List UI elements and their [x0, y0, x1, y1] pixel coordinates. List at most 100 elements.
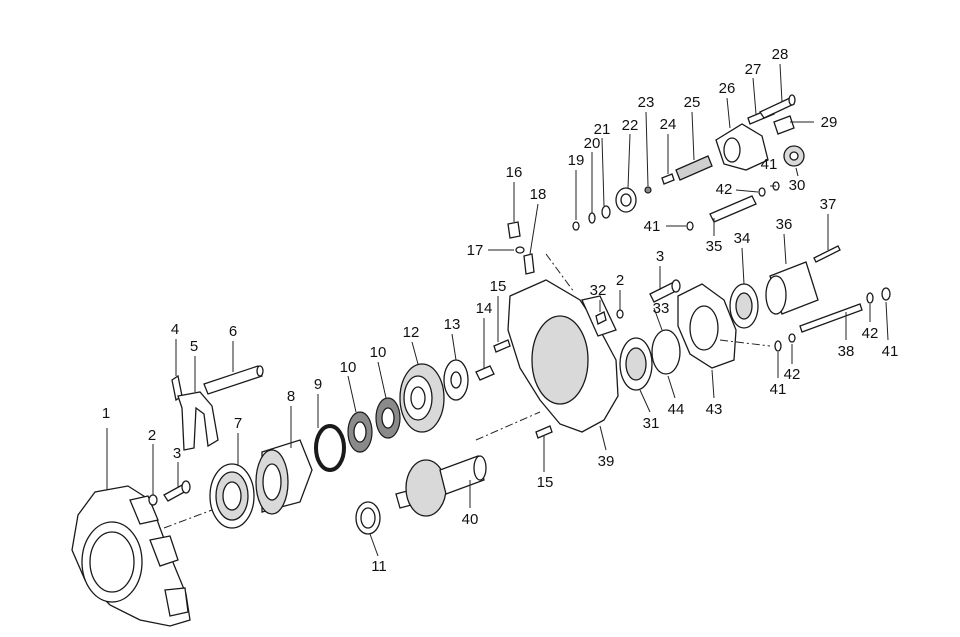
callout-31: 31	[643, 415, 660, 432]
part-rear-cover	[677, 283, 737, 369]
callout-43: 43	[706, 401, 723, 418]
part-shift-rod	[203, 365, 264, 395]
callout-22: 22	[622, 117, 639, 134]
part-sleeve-36	[765, 261, 819, 315]
part-washer-19	[572, 221, 580, 231]
part-bolt-28	[759, 94, 796, 119]
part-valve-housing	[715, 123, 769, 171]
callout-30: 30	[789, 177, 806, 194]
part-ring-20	[588, 212, 596, 224]
part-shift-fork	[171, 374, 219, 451]
part-breather	[507, 221, 535, 275]
callout-42b: 42	[784, 366, 801, 383]
part-ball-23	[644, 186, 652, 194]
part-fitting-29	[773, 115, 795, 135]
part-spring-25	[675, 155, 713, 181]
part-ring-42a	[758, 187, 766, 197]
callout-12: 12	[403, 324, 420, 341]
callout-17: 17	[467, 242, 484, 259]
part-pin-32	[595, 311, 607, 325]
callout-41c: 41	[770, 381, 787, 398]
callout-14: 14	[476, 300, 493, 317]
part-plug-14	[475, 365, 495, 381]
callout-2: 2	[148, 427, 156, 444]
callout-3: 3	[173, 445, 181, 462]
part-ring-21	[601, 205, 611, 219]
part-bolt-3b	[649, 279, 681, 303]
part-washer-41d	[881, 287, 891, 301]
part-needle-bearing-a	[347, 411, 373, 453]
callout-36: 36	[776, 216, 793, 233]
callout-37: 37	[820, 196, 837, 213]
part-bearing-7	[209, 463, 255, 529]
callout-24: 24	[660, 116, 677, 133]
callout-34: 34	[734, 230, 751, 247]
part-nut-30	[783, 145, 805, 167]
callout-40: 40	[462, 511, 479, 528]
part-input-shaft	[395, 455, 487, 517]
callout-29: 29	[821, 114, 838, 131]
callout-35: 35	[706, 238, 723, 255]
callout-labels: 1 2 3 4 5 6 7 8 9 10 10 11 12 13 14 15 1…	[102, 46, 899, 575]
callout-41d: 41	[882, 343, 899, 360]
callout-27: 27	[745, 61, 762, 78]
callout-32: 32	[590, 282, 607, 299]
callout-23: 23	[638, 94, 655, 111]
part-front-cover	[71, 485, 191, 627]
callout-2b: 2	[616, 272, 624, 289]
callout-13: 13	[444, 316, 461, 333]
callout-41b: 41	[644, 218, 661, 235]
part-seal-11	[355, 501, 381, 535]
leader-lines	[106, 63, 889, 557]
callout-1: 1	[102, 405, 110, 422]
callout-39: 39	[598, 453, 615, 470]
callout-5: 5	[190, 338, 198, 355]
part-needle-bearing-b	[375, 397, 401, 439]
callout-9: 9	[314, 376, 322, 393]
part-bearing-31	[619, 337, 653, 391]
part-bolt-left	[163, 480, 191, 502]
callout-18: 18	[530, 186, 547, 203]
callout-15a: 15	[490, 278, 507, 295]
callout-16: 16	[506, 164, 523, 181]
callout-19: 19	[568, 152, 585, 169]
callout-6: 6	[229, 323, 237, 340]
callout-26: 26	[719, 80, 736, 97]
callout-11: 11	[371, 558, 387, 575]
part-washer-41c	[774, 340, 782, 352]
part-gear-12	[399, 363, 445, 433]
callout-33: 33	[653, 300, 670, 317]
callout-3b: 3	[656, 248, 664, 265]
part-ring-42c	[866, 292, 874, 304]
part-bearing-34	[729, 283, 759, 329]
part-washer-left	[148, 494, 158, 506]
part-gasket-44	[651, 329, 681, 375]
callout-21: 21	[594, 121, 611, 138]
callout-10b: 10	[370, 344, 387, 361]
callout-8: 8	[287, 388, 295, 405]
callout-25: 25	[684, 94, 701, 111]
part-dowel-pin-top	[493, 339, 511, 353]
part-pin-24	[661, 173, 675, 185]
callout-42a: 42	[716, 181, 733, 198]
callout-41a: 41	[761, 156, 778, 173]
callout-10a: 10	[340, 359, 357, 376]
part-ring-42b	[788, 333, 796, 343]
callout-38: 38	[838, 343, 855, 360]
part-stud-38	[799, 303, 863, 333]
part-main-case	[507, 279, 619, 433]
part-dowel-pin-bottom	[535, 425, 553, 439]
callout-7: 7	[234, 415, 242, 432]
part-thrust-washer	[443, 359, 469, 401]
callout-20: 20	[584, 135, 601, 152]
part-stud-35	[709, 195, 757, 223]
callout-42c: 42	[862, 325, 879, 342]
callout-28: 28	[772, 46, 789, 63]
part-washer-2b	[616, 309, 624, 319]
part-o-ring	[314, 424, 346, 472]
part-washer-41b	[686, 221, 694, 231]
part-pin-37	[813, 245, 841, 263]
callout-44: 44	[668, 401, 685, 418]
callout-4: 4	[171, 321, 179, 338]
